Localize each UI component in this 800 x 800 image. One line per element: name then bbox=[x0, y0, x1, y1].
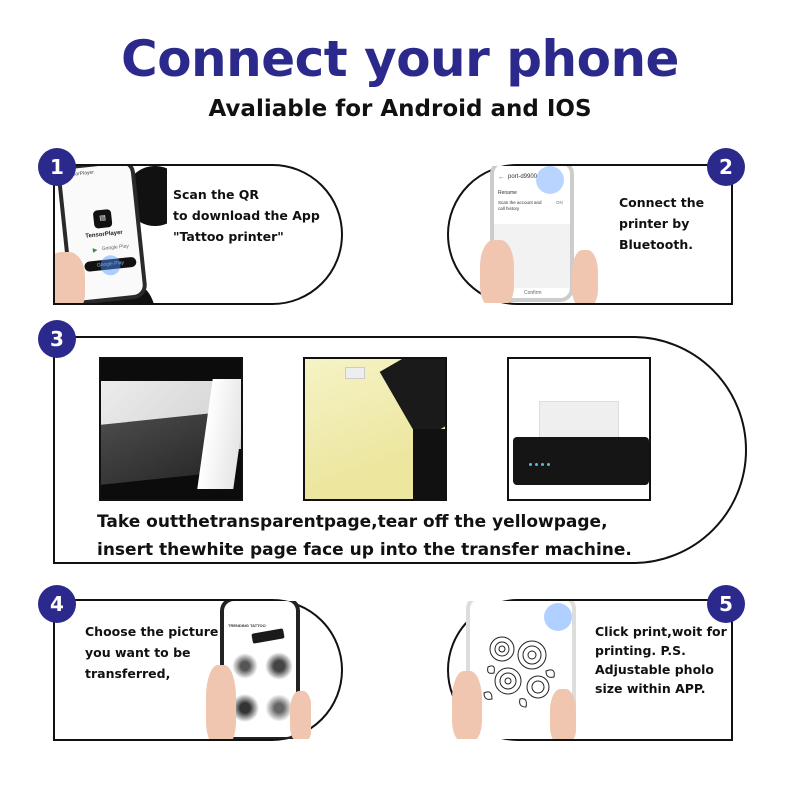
tap-highlight-icon bbox=[536, 166, 564, 194]
step-5-thumb bbox=[550, 689, 576, 739]
step-2-thumb bbox=[572, 250, 598, 303]
step-2-text: Connect the printer by Bluetooth. bbox=[619, 195, 705, 252]
tattoo-thumbnail-icon bbox=[264, 651, 294, 681]
step-1-text: Scan the QR to download the App "Tattoo … bbox=[173, 187, 320, 244]
step-3-badge: 3 bbox=[38, 320, 76, 358]
step-3-photo-transparent-page bbox=[99, 357, 243, 501]
play-store-icon: ▶ bbox=[92, 247, 98, 255]
step-2-badge: 2 bbox=[707, 148, 745, 186]
step-1-badge: 1 bbox=[38, 148, 76, 186]
step-2-phone-illustration: ← port-d9900 Rename Scan the account and… bbox=[478, 166, 608, 303]
tap-highlight-icon bbox=[544, 603, 572, 631]
step-1-app-name: TensorPlayer bbox=[85, 229, 124, 240]
step-3-photo-printer bbox=[507, 357, 651, 501]
step-1-hand bbox=[55, 252, 85, 303]
step-2-row-rename: Rename bbox=[498, 190, 517, 196]
step-4-badge: 4 bbox=[38, 585, 76, 623]
page-title: Connect your phone bbox=[121, 30, 679, 88]
step-4-hand bbox=[206, 665, 236, 739]
step-1-phone-illustration: TensorPlayer ▤ TensorPlayer ▶ Google Pla… bbox=[55, 166, 167, 303]
step-2-confirm-button: Confirm bbox=[524, 290, 542, 296]
app-logo-icon: ▤ bbox=[92, 208, 113, 229]
step-1-store-label: Google Play bbox=[101, 243, 130, 253]
step-5-text: Click print,woit for printing. P.S. Adju… bbox=[595, 624, 727, 696]
step-2-row-scan-value: ON bbox=[556, 200, 563, 205]
step-5-badge: 5 bbox=[707, 585, 745, 623]
step-4-phone-header: TRENDING TATTOO bbox=[228, 623, 266, 628]
step-2-phone-header: port-d9900 bbox=[508, 174, 538, 180]
step-5-hand bbox=[452, 671, 482, 739]
ruler-icon bbox=[345, 367, 365, 379]
step-4-text: Choose the picture you want to be transf… bbox=[85, 624, 219, 681]
tattoo-thumbnail-icon bbox=[264, 691, 294, 725]
back-arrow-icon: ← bbox=[498, 174, 505, 181]
step-2-hand bbox=[480, 240, 514, 303]
page-subtitle: Avaliable for Android and IOS bbox=[208, 96, 592, 122]
rose-tattoo-icon bbox=[483, 636, 555, 708]
step-5-phone bbox=[466, 601, 576, 739]
step-2-row-scan: Scan the account and call history bbox=[498, 200, 542, 211]
step-4-thumb bbox=[290, 691, 311, 739]
step-3-photo-yellow-page bbox=[303, 357, 447, 501]
step-5-phone-illustration bbox=[452, 601, 582, 739]
tattoo-thumbnail-icon bbox=[230, 651, 260, 681]
step-4-phone-illustration: TRENDING TATTOO bbox=[206, 601, 311, 739]
step-3-text: Take outthetransparentpage,tear off the … bbox=[97, 512, 632, 560]
printer-thumb-icon bbox=[251, 628, 285, 644]
printer-icon bbox=[513, 437, 649, 485]
